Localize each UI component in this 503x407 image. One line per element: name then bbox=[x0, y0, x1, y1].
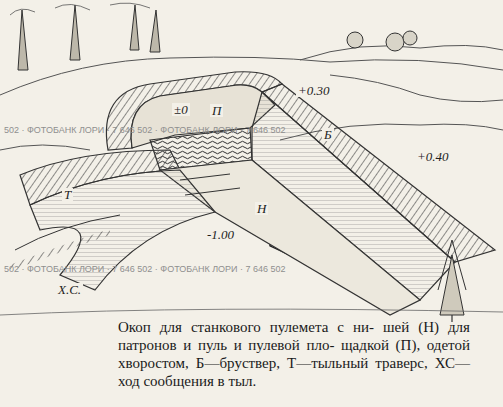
elevation-mark: +0.40 bbox=[415, 150, 451, 163]
part-letter: Н bbox=[255, 202, 268, 215]
elevation-mark: +0.30 bbox=[296, 84, 332, 97]
elevation-mark: ±0 bbox=[172, 103, 190, 116]
part-letter: Х.С. bbox=[56, 283, 83, 296]
part-letter: П bbox=[210, 104, 223, 117]
elevation-mark: -1.00 bbox=[205, 228, 236, 241]
watermark: 502 · ФОТОБАНК ЛОРИ · 7 646 502 · ФОТОБА… bbox=[4, 265, 286, 274]
part-letter: Т bbox=[62, 188, 73, 201]
watermark: 502 · ФОТОБАНК ЛОРИ · 7 646 502 · ФОТОБА… bbox=[4, 126, 286, 135]
figure-caption: Окоп для станкового пулемета с ни- шей (… bbox=[118, 318, 470, 390]
part-letter: Б bbox=[322, 128, 334, 141]
